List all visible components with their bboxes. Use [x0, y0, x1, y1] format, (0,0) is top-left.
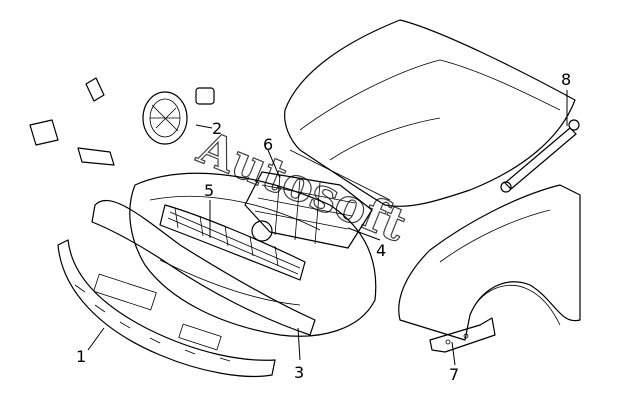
hood — [284, 19, 576, 207]
radiator-grille — [244, 171, 373, 249]
callout-3: 3 — [294, 363, 304, 382]
grille — [159, 204, 306, 281]
leader-lines — [87, 90, 568, 366]
callout-5: 5 — [204, 181, 214, 200]
badge-emblem — [251, 220, 273, 242]
lower-spoiler — [57, 239, 276, 378]
bulb-and-connector — [29, 77, 115, 166]
callout-labels: 1 2 3 4 5 6 7 8 — [76, 70, 571, 384]
callout-4: 4 — [376, 241, 386, 260]
bumper-strip — [91, 199, 316, 336]
callout-1: 1 — [76, 347, 86, 366]
callout-2: 2 — [212, 119, 222, 138]
callout-6: 6 — [263, 135, 273, 154]
lower-grille-openings — [93, 273, 222, 351]
mounting-bracket — [429, 317, 496, 353]
callout-8: 8 — [561, 70, 571, 89]
fog-light — [142, 87, 215, 145]
front-fender — [398, 184, 581, 341]
watermark-text: Autosoft — [190, 120, 415, 253]
gas-strut — [500, 119, 580, 193]
bumper-body — [129, 172, 377, 337]
callout-7: 7 — [449, 365, 459, 384]
